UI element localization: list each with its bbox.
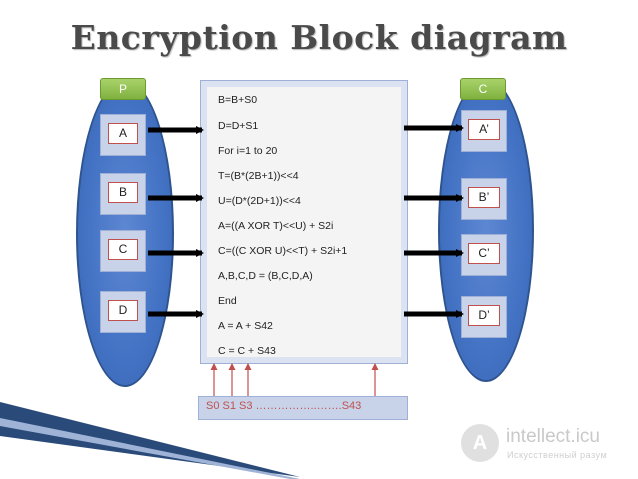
plaintext-label-c: C [108, 239, 138, 260]
plaintext-label: P [100, 78, 146, 100]
plaintext-label-a: A [108, 123, 138, 144]
plaintext-label-b: B [108, 182, 138, 203]
ciphertext-label-d: D’ [468, 305, 500, 326]
algorithm-step: A=((A XOR T)<<U) + S2i [218, 220, 334, 232]
ciphertext-label-c: C’ [468, 243, 500, 264]
watermark-text: intellect.icu [506, 426, 600, 447]
watermark-logo: A [461, 424, 499, 462]
watermark-subtext: Искусственный разум [507, 450, 608, 460]
algorithm-step: D=D+S1 [218, 120, 259, 132]
algorithm-step: C = C + S43 [218, 345, 276, 357]
diagram-title: Encryption Block diagram [70, 18, 568, 57]
algorithm-step: U=(D*(2D+1))<<4 [218, 195, 301, 207]
plaintext-label-d: D [108, 300, 138, 321]
ciphertext-label-b: B’ [468, 187, 500, 208]
algorithm-step: T=(B*(2B+1))<<4 [218, 170, 299, 182]
ciphertext-label: C [460, 78, 506, 100]
algorithm-step: A,B,C,D = (B,C,D,A) [218, 270, 313, 282]
algorithm-step: C=((C XOR U)<<T) + S2i+1 [218, 245, 348, 257]
key-schedule-text: S0 S1 S3 ……………..…….S43 [206, 400, 362, 412]
ciphertext-label-a: A’ [468, 119, 500, 140]
algorithm-step: B=B+S0 [218, 94, 258, 106]
algorithm-step: End [218, 295, 237, 307]
algorithm-box [200, 80, 408, 364]
algorithm-step: A = A + S42 [218, 320, 273, 332]
plaintext-block-a [100, 114, 146, 156]
key-schedule-bar [198, 396, 408, 420]
algorithm-step: For i=1 to 20 [218, 145, 278, 157]
